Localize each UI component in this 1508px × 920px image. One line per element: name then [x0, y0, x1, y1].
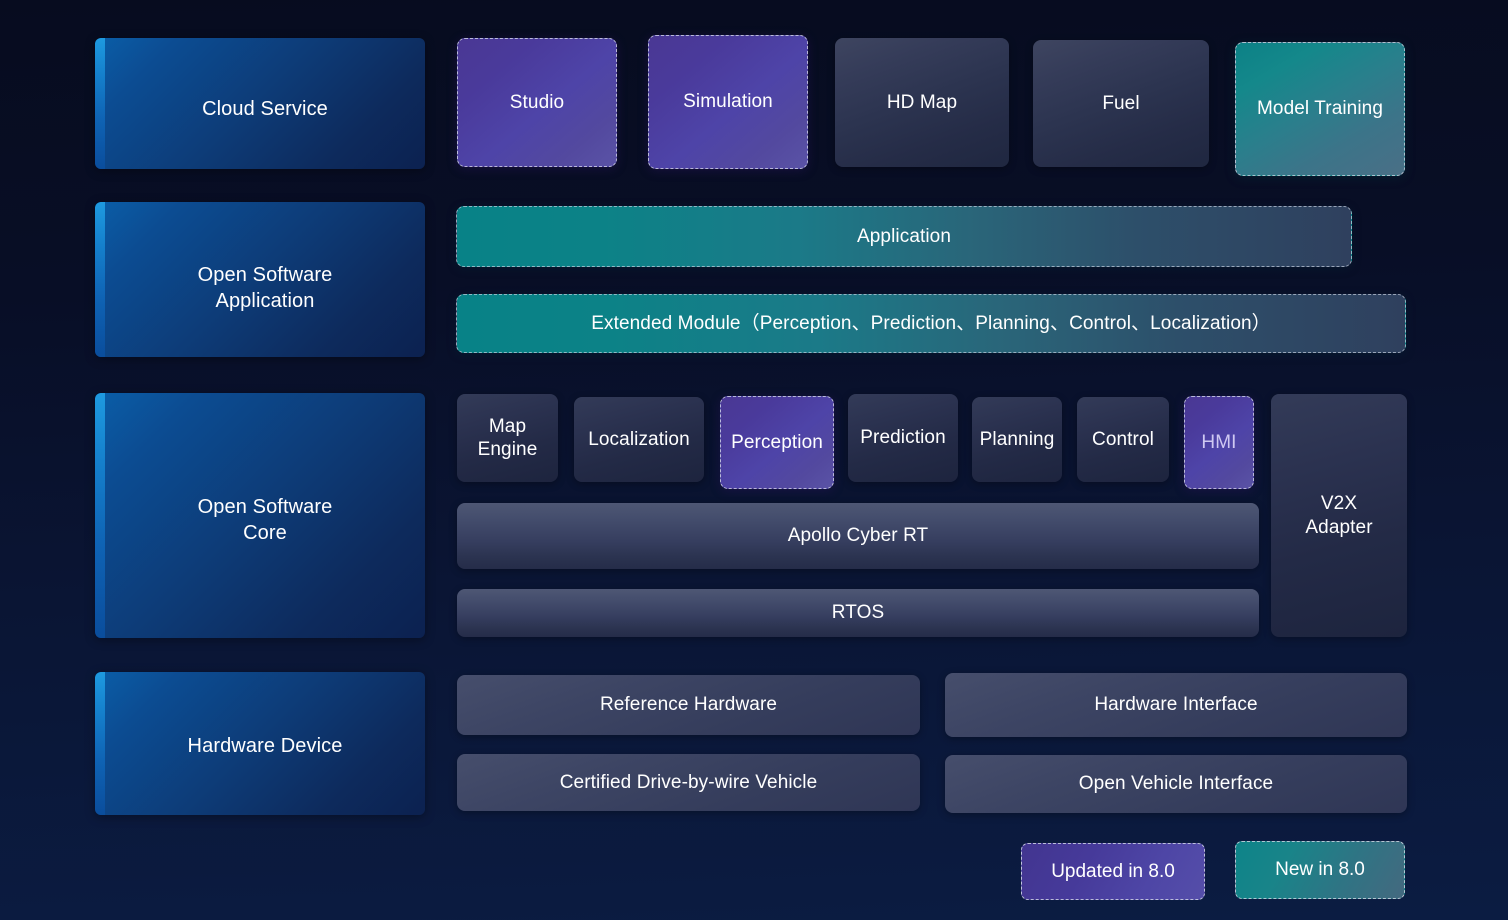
legend-new-in-8-label: New in 8.0: [1275, 859, 1365, 880]
core-platform-apollo-cyber-rt[interactable]: Apollo Cyber RT: [457, 503, 1259, 569]
cloud-item-simulation[interactable]: Simulation: [648, 35, 808, 169]
cloud-item-fuel-label: Fuel: [1102, 92, 1140, 114]
core-module-map-engine[interactable]: Map Engine: [457, 394, 558, 482]
core-module-control[interactable]: Control: [1077, 397, 1169, 482]
core-module-planning[interactable]: Planning: [972, 397, 1062, 482]
core-module-control-label: Control: [1092, 428, 1154, 450]
hardware-item-reference-hardware[interactable]: Reference Hardware: [457, 675, 920, 735]
app-item-application[interactable]: Application: [456, 206, 1352, 267]
hardware-item-hardware-interface[interactable]: Hardware Interface: [945, 673, 1407, 737]
app-item-extended-module[interactable]: Extended Module（Perception、Prediction、Pl…: [456, 294, 1406, 353]
core-side-panel-v2x-adapter-label: V2X Adapter: [1305, 493, 1373, 538]
legend-updated-in-8-label: Updated in 8.0: [1051, 860, 1175, 882]
hardware-item-certified-drive-by-wire-vehicle-label: Certified Drive-by-wire Vehicle: [559, 771, 818, 793]
layer-card-open-software-application[interactable]: Open Software Application: [95, 202, 425, 357]
core-module-hmi[interactable]: HMI: [1184, 396, 1254, 489]
core-module-hmi-label: HMI: [1201, 431, 1237, 453]
core-platform-rtos-label: RTOS: [831, 602, 885, 624]
core-platform-apollo-cyber-rt-label: Apollo Cyber RT: [787, 525, 929, 547]
layer-label-hardware-device: Hardware Device: [187, 735, 343, 757]
layer-card-hardware-device[interactable]: Hardware Device: [95, 672, 425, 815]
cloud-item-studio[interactable]: Studio: [457, 38, 617, 167]
core-module-planning-label: Planning: [979, 428, 1055, 450]
app-item-extended-module-label: Extended Module（Perception、Prediction、Pl…: [591, 312, 1271, 334]
legend-updated-in-8[interactable]: Updated in 8.0: [1021, 843, 1205, 900]
cloud-item-studio-label: Studio: [509, 91, 565, 113]
core-module-localization-label: Localization: [588, 428, 690, 450]
cloud-item-hd-map-label: HD Map: [886, 91, 958, 113]
cloud-item-model-training[interactable]: Model Training: [1235, 42, 1405, 176]
core-module-map-engine-label: Map Engine: [477, 415, 538, 460]
cloud-item-hd-map[interactable]: HD Map: [835, 38, 1009, 167]
hardware-item-open-vehicle-interface[interactable]: Open Vehicle Interface: [945, 755, 1407, 813]
layer-card-cloud-service[interactable]: Cloud Service: [95, 38, 425, 169]
core-module-perception[interactable]: Perception: [720, 396, 834, 489]
core-side-panel-v2x-adapter[interactable]: V2X Adapter: [1271, 394, 1407, 637]
layer-label-open-software-core: Open Software Core: [197, 496, 333, 544]
layer-label-open-software-application: Open Software Application: [197, 264, 333, 312]
core-platform-rtos[interactable]: RTOS: [457, 589, 1259, 637]
cloud-item-fuel[interactable]: Fuel: [1033, 40, 1209, 167]
layer-card-open-software-core[interactable]: Open Software Core: [95, 393, 425, 638]
cloud-item-model-training-label: Model Training: [1256, 98, 1384, 120]
legend-new-in-8[interactable]: New in 8.0: [1235, 841, 1405, 899]
hardware-item-open-vehicle-interface-label: Open Vehicle Interface: [1078, 773, 1274, 795]
core-module-prediction-label: Prediction: [860, 427, 946, 449]
core-module-perception-label: Perception: [731, 431, 823, 453]
core-module-prediction[interactable]: Prediction: [848, 394, 958, 482]
app-item-application-label: Application: [856, 225, 952, 247]
hardware-item-hardware-interface-label: Hardware Interface: [1094, 694, 1258, 716]
core-module-localization[interactable]: Localization: [574, 397, 704, 482]
layer-label-cloud-service: Cloud Service: [202, 98, 328, 120]
cloud-item-simulation-label: Simulation: [683, 91, 773, 113]
hardware-item-reference-hardware-label: Reference Hardware: [599, 694, 778, 716]
hardware-item-certified-drive-by-wire-vehicle[interactable]: Certified Drive-by-wire Vehicle: [457, 754, 920, 811]
